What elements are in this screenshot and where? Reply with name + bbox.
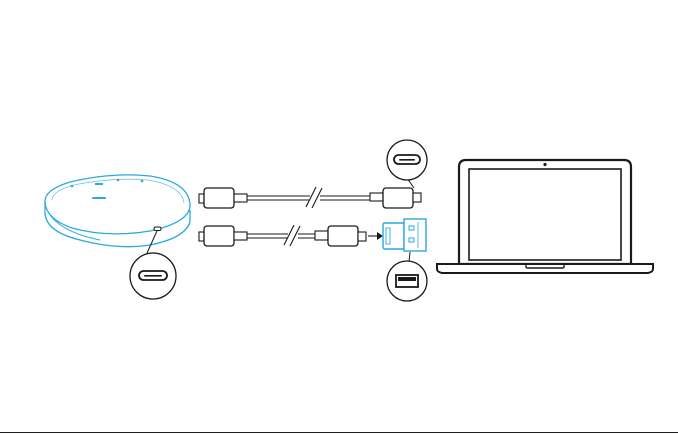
camera-icon (543, 163, 546, 166)
laptop-icon (437, 160, 653, 273)
usb-a-port-callout (387, 261, 427, 301)
mute-icon (95, 183, 103, 185)
page-divider (0, 432, 678, 433)
usb-c-to-usb-c-cable (199, 187, 421, 208)
usb-a-adapter-icon (383, 219, 426, 251)
usb-c-port (154, 227, 161, 231)
laptop-screen (469, 169, 621, 260)
volume-up-icon (141, 180, 144, 183)
speakerphone-device (45, 175, 190, 247)
usb-c-port-callout (130, 253, 176, 299)
usb-c-port-callout (387, 140, 427, 180)
call-icon (117, 179, 120, 182)
volume-down-icon (71, 185, 74, 188)
usb-c-plug-icon (370, 188, 421, 208)
usb-c-to-usb-a-cable (199, 219, 426, 251)
usb-c-plug-icon (199, 188, 247, 208)
usb-c-plug-icon (315, 226, 366, 246)
usb-c-plug-icon (199, 226, 247, 246)
brand-mark-icon (92, 197, 106, 199)
